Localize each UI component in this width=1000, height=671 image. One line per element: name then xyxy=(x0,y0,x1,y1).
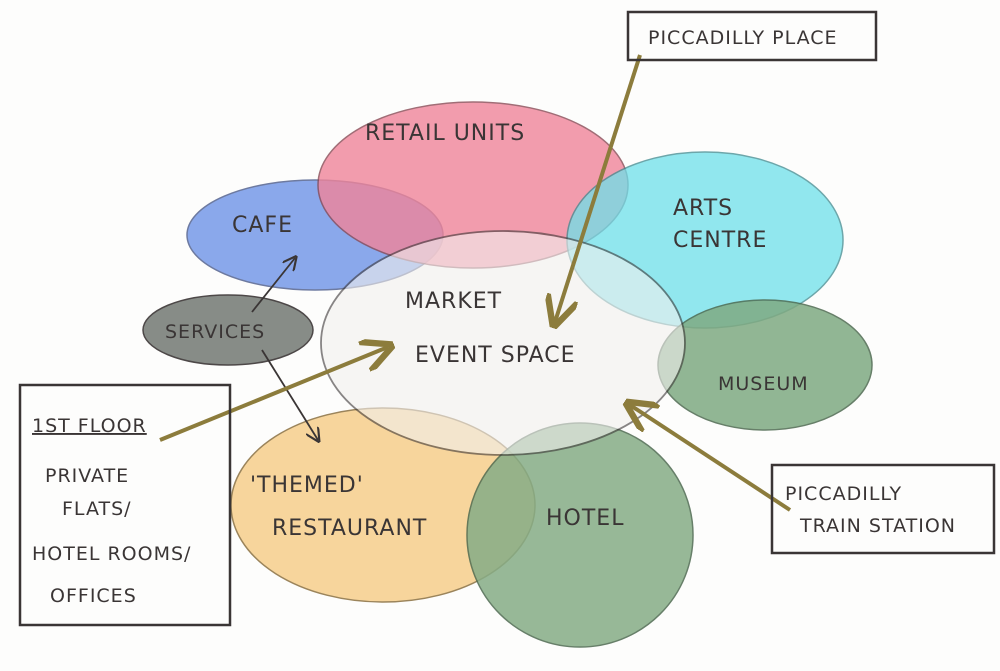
hotel-label: HOTEL xyxy=(546,506,624,531)
arts-label: ARTS xyxy=(673,196,733,221)
station-label-2: TRAIN STATION xyxy=(799,515,956,537)
first-floor-box xyxy=(18,383,232,627)
market-label: MARKET xyxy=(405,289,502,314)
themed-label: 'THEMED' xyxy=(250,473,364,498)
first-floor-arrow xyxy=(159,347,388,442)
retail-units-label: RETAIL UNITS xyxy=(365,121,525,146)
market-event-space-zone xyxy=(320,230,686,456)
cafe-label: CAFE xyxy=(232,213,293,238)
first-floor-item: FLATS/ xyxy=(62,498,132,520)
museum-zone xyxy=(657,299,873,431)
services-to-cafe-arrow xyxy=(251,258,295,313)
services-to-restaurant-arrow xyxy=(261,349,318,440)
first-floor-item: HOTEL ROOMS/ xyxy=(32,543,191,565)
piccadilly-place-label: PICCADILLY PLACE xyxy=(648,27,838,49)
piccadilly-place-arrow xyxy=(555,54,642,322)
hotel-zone xyxy=(466,422,694,648)
centre-label: CENTRE xyxy=(673,228,767,253)
first-floor-item: OFFICES xyxy=(50,585,137,607)
event-space-label: EVENT SPACE xyxy=(415,343,576,368)
first-floor-title: 1ST FLOOR xyxy=(32,415,147,437)
first-floor-item: PRIVATE xyxy=(45,465,129,487)
services-zone xyxy=(142,294,314,366)
museum-label: MUSEUM xyxy=(718,373,809,395)
station-box xyxy=(770,463,996,555)
services-label: SERVICES xyxy=(165,321,265,343)
restaurant-label: RESTAURANT xyxy=(272,516,427,541)
station-label-1: PICCADILLY xyxy=(785,483,902,505)
piccadilly-place-box xyxy=(626,10,878,62)
station-arrow xyxy=(630,405,792,512)
